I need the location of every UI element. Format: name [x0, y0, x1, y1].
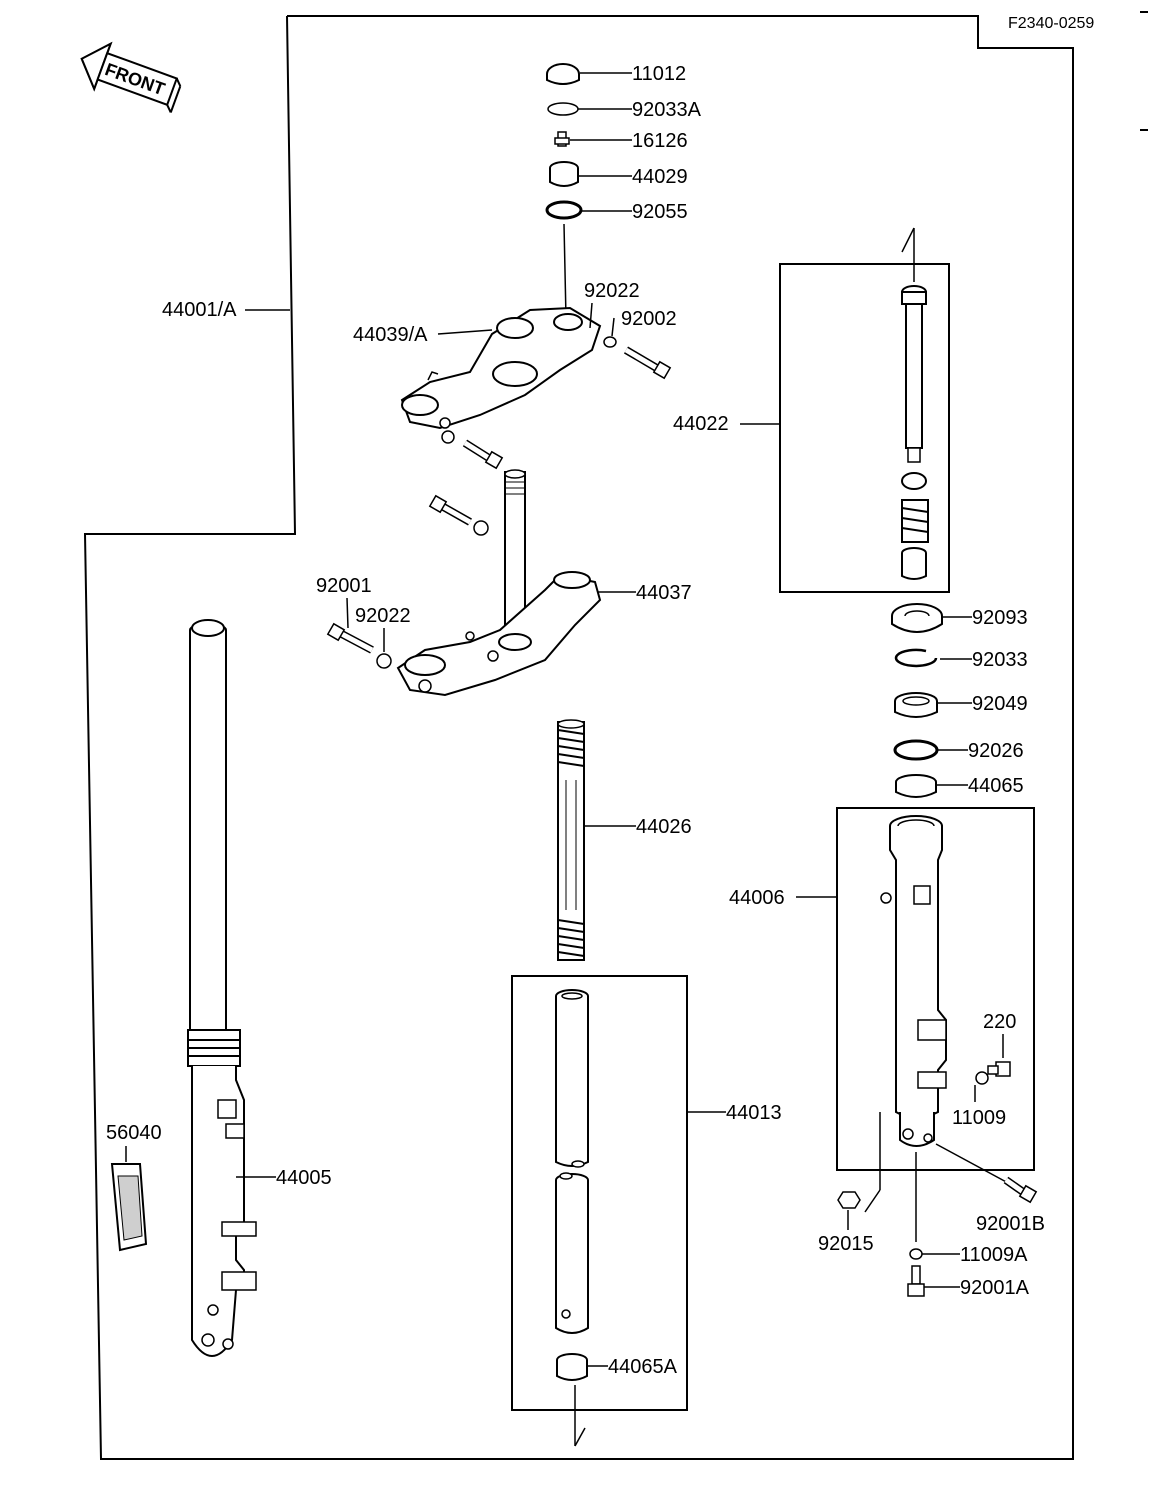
bolt-stem-pinch — [428, 494, 472, 526]
label-92001A: 92001A — [960, 1277, 1030, 1299]
bolt-92001B — [1003, 1176, 1038, 1204]
bushing-44065 — [895, 774, 937, 798]
washer-92022-left — [376, 653, 392, 669]
label-92033A: 92033A — [632, 99, 702, 121]
label-92022-top: 92022 — [584, 280, 640, 302]
outer-tube-right — [880, 815, 947, 1147]
bolt-upper-clamp-b — [462, 439, 504, 470]
box-44006 — [836, 807, 1035, 1171]
label-92001B: 92001B — [976, 1213, 1045, 1235]
box-44013 — [511, 975, 688, 1411]
washer-stem-pinch — [473, 520, 489, 536]
clip-92033 — [894, 648, 938, 668]
o-ring-92055 — [545, 200, 583, 220]
valve-16126 — [554, 131, 570, 147]
label-92026: 92026 — [968, 740, 1024, 762]
dust-seal-92093 — [891, 603, 943, 633]
bolt-92001-left — [326, 622, 374, 654]
rebound-spring — [901, 499, 929, 543]
inner-tube-lower — [555, 1172, 589, 1334]
label-220: 220 — [983, 1011, 1016, 1033]
label-44029: 44029 — [632, 166, 688, 188]
diagram-outline-frame — [83, 15, 1074, 1460]
fork-assembly-44005 — [187, 619, 257, 1357]
washer-11009 — [975, 1071, 989, 1085]
fork-spring-44026 — [557, 719, 585, 961]
label-44022: 44022 — [673, 413, 729, 435]
label-92022-left: 92022 — [355, 605, 411, 627]
label-92055: 92055 — [632, 201, 688, 223]
nut-92015 — [837, 1191, 861, 1209]
inner-tube-upper — [555, 989, 589, 1168]
figure-code: F2340-0259 — [1008, 15, 1094, 32]
label-11012: 11012 — [632, 63, 686, 85]
bolt-92002 — [623, 346, 672, 380]
bushing-44065A — [556, 1353, 588, 1381]
label-44039A: 44039/A — [353, 324, 428, 346]
oil-seal-92049 — [894, 692, 938, 718]
box-44022 — [779, 263, 950, 593]
o-ring-92033A — [547, 102, 579, 116]
label-92049: 92049 — [972, 693, 1028, 715]
decal-56040 — [110, 1163, 148, 1252]
front-arrow-icon: FRONT — [80, 41, 182, 113]
upper-triple-clamp-44039A — [400, 306, 602, 430]
label-92002: 92002 — [621, 308, 677, 330]
damper-rod-44022 — [901, 285, 927, 463]
label-92093: 92093 — [972, 607, 1028, 629]
label-44001A: 44001/A — [162, 299, 237, 321]
washer-92026 — [893, 739, 939, 761]
label-92015: 92015 — [818, 1233, 874, 1255]
label-11009: 11009 — [952, 1107, 1006, 1129]
cap-nut-11012 — [546, 63, 580, 85]
label-44065A: 44065A — [608, 1356, 678, 1378]
washer-92022-top — [603, 336, 617, 348]
label-44006: 44006 — [729, 887, 785, 909]
label-11009A: 11009A — [960, 1244, 1028, 1266]
steering-stem-44037 — [396, 469, 602, 697]
label-44037: 44037 — [636, 582, 692, 604]
oil-lock-piece — [901, 547, 927, 580]
washer-lower-clamp-a — [441, 430, 455, 444]
bolt-92001A — [907, 1265, 925, 1297]
label-92033: 92033 — [972, 649, 1028, 671]
label-44026: 44026 — [636, 816, 692, 838]
label-44005: 44005 — [276, 1167, 332, 1189]
label-44065: 44065 — [968, 775, 1024, 797]
label-92001-left: 92001 — [316, 575, 372, 597]
bolt-220 — [987, 1061, 1011, 1077]
label-16126: 16126 — [632, 130, 688, 152]
rod-seat — [901, 472, 927, 490]
cap-44029 — [549, 161, 579, 187]
label-56040: 56040 — [106, 1122, 162, 1144]
label-44013: 44013 — [726, 1102, 782, 1124]
washer-11009A — [909, 1248, 923, 1260]
